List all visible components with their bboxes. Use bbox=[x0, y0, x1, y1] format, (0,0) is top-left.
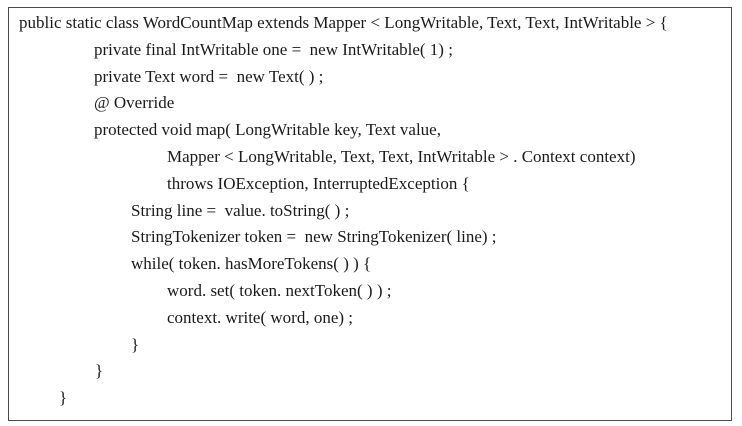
code-line-9: StringTokenizer token = new StringTokeni… bbox=[131, 227, 497, 247]
code-line-7: throws IOException, InterruptedException… bbox=[167, 173, 470, 193]
code-line-15: } bbox=[59, 388, 68, 408]
code-line-11: word. set( token. nextToken( ) ) ; bbox=[167, 281, 392, 300]
code-line-13: } bbox=[131, 334, 140, 354]
code-line-6: Mapper < LongWritable, Text, Text, IntWr… bbox=[167, 147, 636, 166]
code-line-1: public static class WordCountMap extends… bbox=[19, 13, 668, 32]
code-line-2: private final IntWritable one = new IntW… bbox=[94, 39, 453, 59]
code-line-3: private Text word = new Text( ) ; bbox=[94, 66, 324, 86]
code-line-8: String line = value. toString( ) ; bbox=[131, 200, 350, 220]
code-line-10: while( token. hasMoreTokens( ) ) { bbox=[131, 254, 372, 274]
code-listing: public static class WordCountMap extends… bbox=[8, 7, 732, 421]
code-line-5: protected void map( LongWritable key, Te… bbox=[94, 120, 441, 140]
code-line-12: context. write( word, one) ; bbox=[167, 307, 353, 327]
code-line-14: } bbox=[95, 361, 104, 381]
code-line-4: @ Override bbox=[94, 93, 175, 113]
